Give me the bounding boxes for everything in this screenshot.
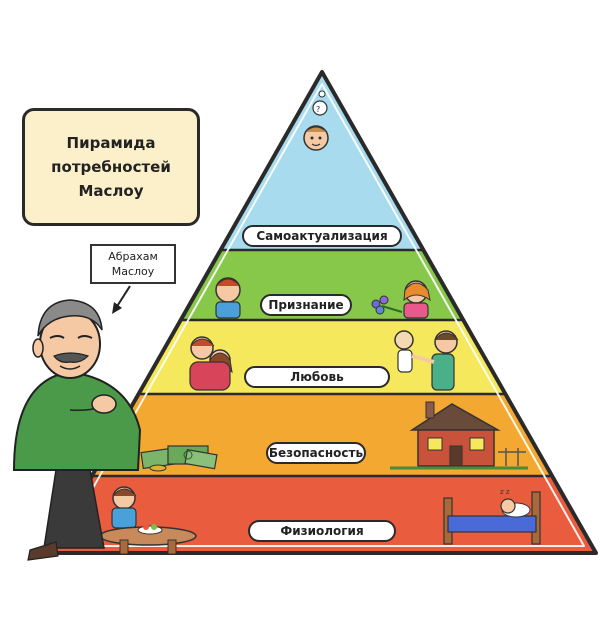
svg-text:?: ? [316,105,320,114]
pointer-arrow [115,285,131,309]
father-and-baby-illustration [394,330,459,391]
maslow-figure-illustration [12,299,142,561]
pointer-arrowhead [112,302,122,314]
svg-text:z z: z z [500,488,510,496]
pyramid-outline [46,70,598,555]
house-illustration [390,401,528,470]
level-label-esteem: Признание [260,294,352,316]
hugging-couple-illustration [189,336,233,391]
author-note: Абрахам Маслоу [90,244,176,284]
praised-boy-illustration [215,277,241,319]
level-label-self-actualization: Самоактуализация [242,225,402,247]
level-label-safety: Безопасность [266,442,366,464]
sleeping-in-bed-illustration: z z [443,488,541,545]
level-label-love: Любовь [244,366,390,388]
diagram-title: Пирамида потребностей Маслоу [51,134,171,200]
title-card: Пирамида потребностей Маслоу [22,108,200,226]
money-stack-illustration [140,445,218,472]
enlightened-head-illustration: ? [303,90,329,151]
level-label-physiology: Физиология [248,520,396,542]
girl-with-flowers-illustration [371,280,431,319]
author-name: Абрахам Маслоу [108,250,158,278]
